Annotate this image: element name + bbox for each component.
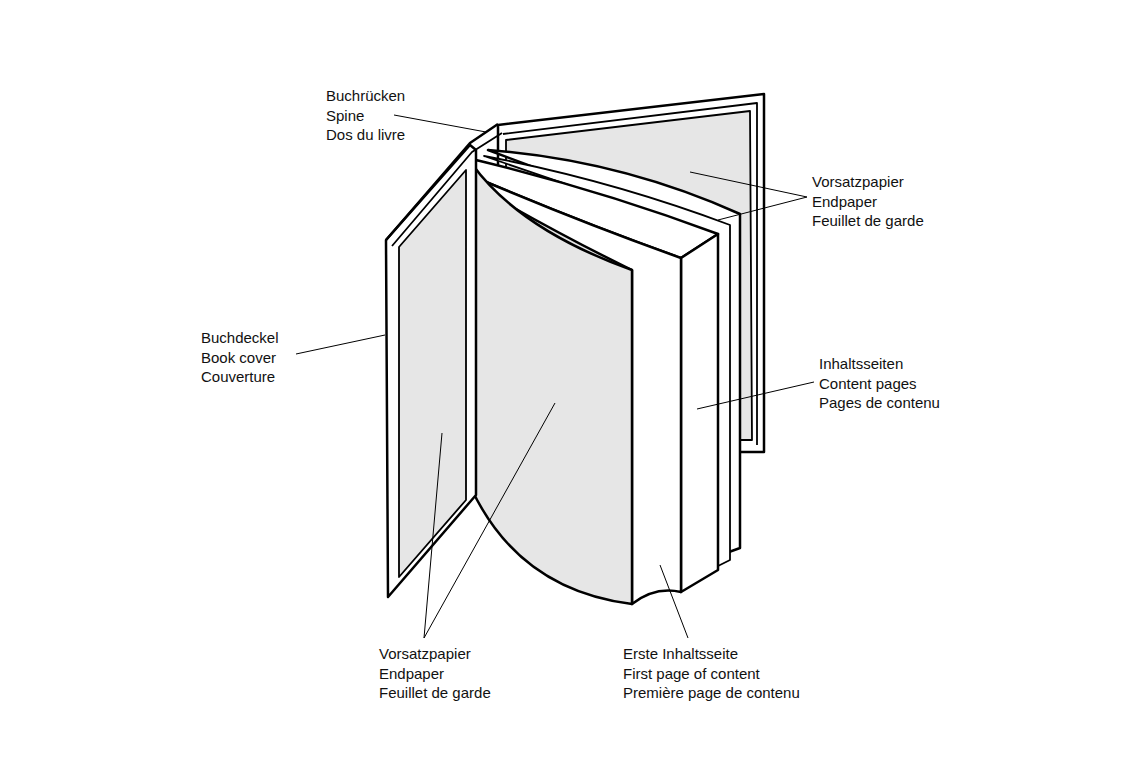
label-group: InhaltsseitenContent pagesPages de conte… [819, 354, 940, 413]
part-label: Inhaltsseiten [819, 354, 940, 374]
front-board [386, 145, 476, 597]
front-endpaper [472, 164, 632, 604]
label-group: VorsatzpapierEndpaperFeuillet de garde [379, 644, 491, 703]
part-label: Erste Inhaltsseite [623, 644, 800, 664]
part-label: Buchdeckel [201, 328, 279, 348]
leader-line [660, 565, 688, 638]
label-group: Erste InhaltsseiteFirst page of contentP… [623, 644, 800, 703]
part-label: Spine [326, 106, 405, 126]
part-label: Endpaper [812, 192, 924, 212]
part-label: First page of content [623, 664, 800, 684]
part-label: Vorsatzpapier [812, 172, 924, 192]
part-label: Pages de contenu [819, 393, 940, 413]
leader-line [690, 172, 807, 197]
part-label: Endpaper [379, 664, 491, 684]
part-label: Content pages [819, 374, 940, 394]
leader-line [424, 433, 442, 638]
leader-line [394, 115, 486, 132]
front-board-endpaper [399, 170, 466, 577]
label-group: BuchrückenSpineDos du livre [326, 86, 405, 145]
leader-line [697, 382, 814, 409]
part-label: Feuillet de garde [812, 211, 924, 231]
label-group: VorsatzpapierEndpaperFeuillet de garde [812, 172, 924, 231]
leader-line [296, 335, 385, 354]
part-label: Dos du livre [326, 125, 405, 145]
page-block-edge [681, 234, 718, 592]
part-label: Book cover [201, 348, 279, 368]
part-label: Première page de contenu [623, 683, 800, 703]
part-label: Buchrücken [326, 86, 405, 106]
leader-line [424, 403, 555, 638]
spine-inner [392, 133, 502, 246]
label-group: BuchdeckelBook coverCouverture [201, 328, 279, 387]
part-label: Feuillet de garde [379, 683, 491, 703]
part-label: Vorsatzpapier [379, 644, 491, 664]
part-label: Couverture [201, 367, 279, 387]
leader-lines [296, 115, 814, 638]
leader-line [718, 197, 807, 220]
